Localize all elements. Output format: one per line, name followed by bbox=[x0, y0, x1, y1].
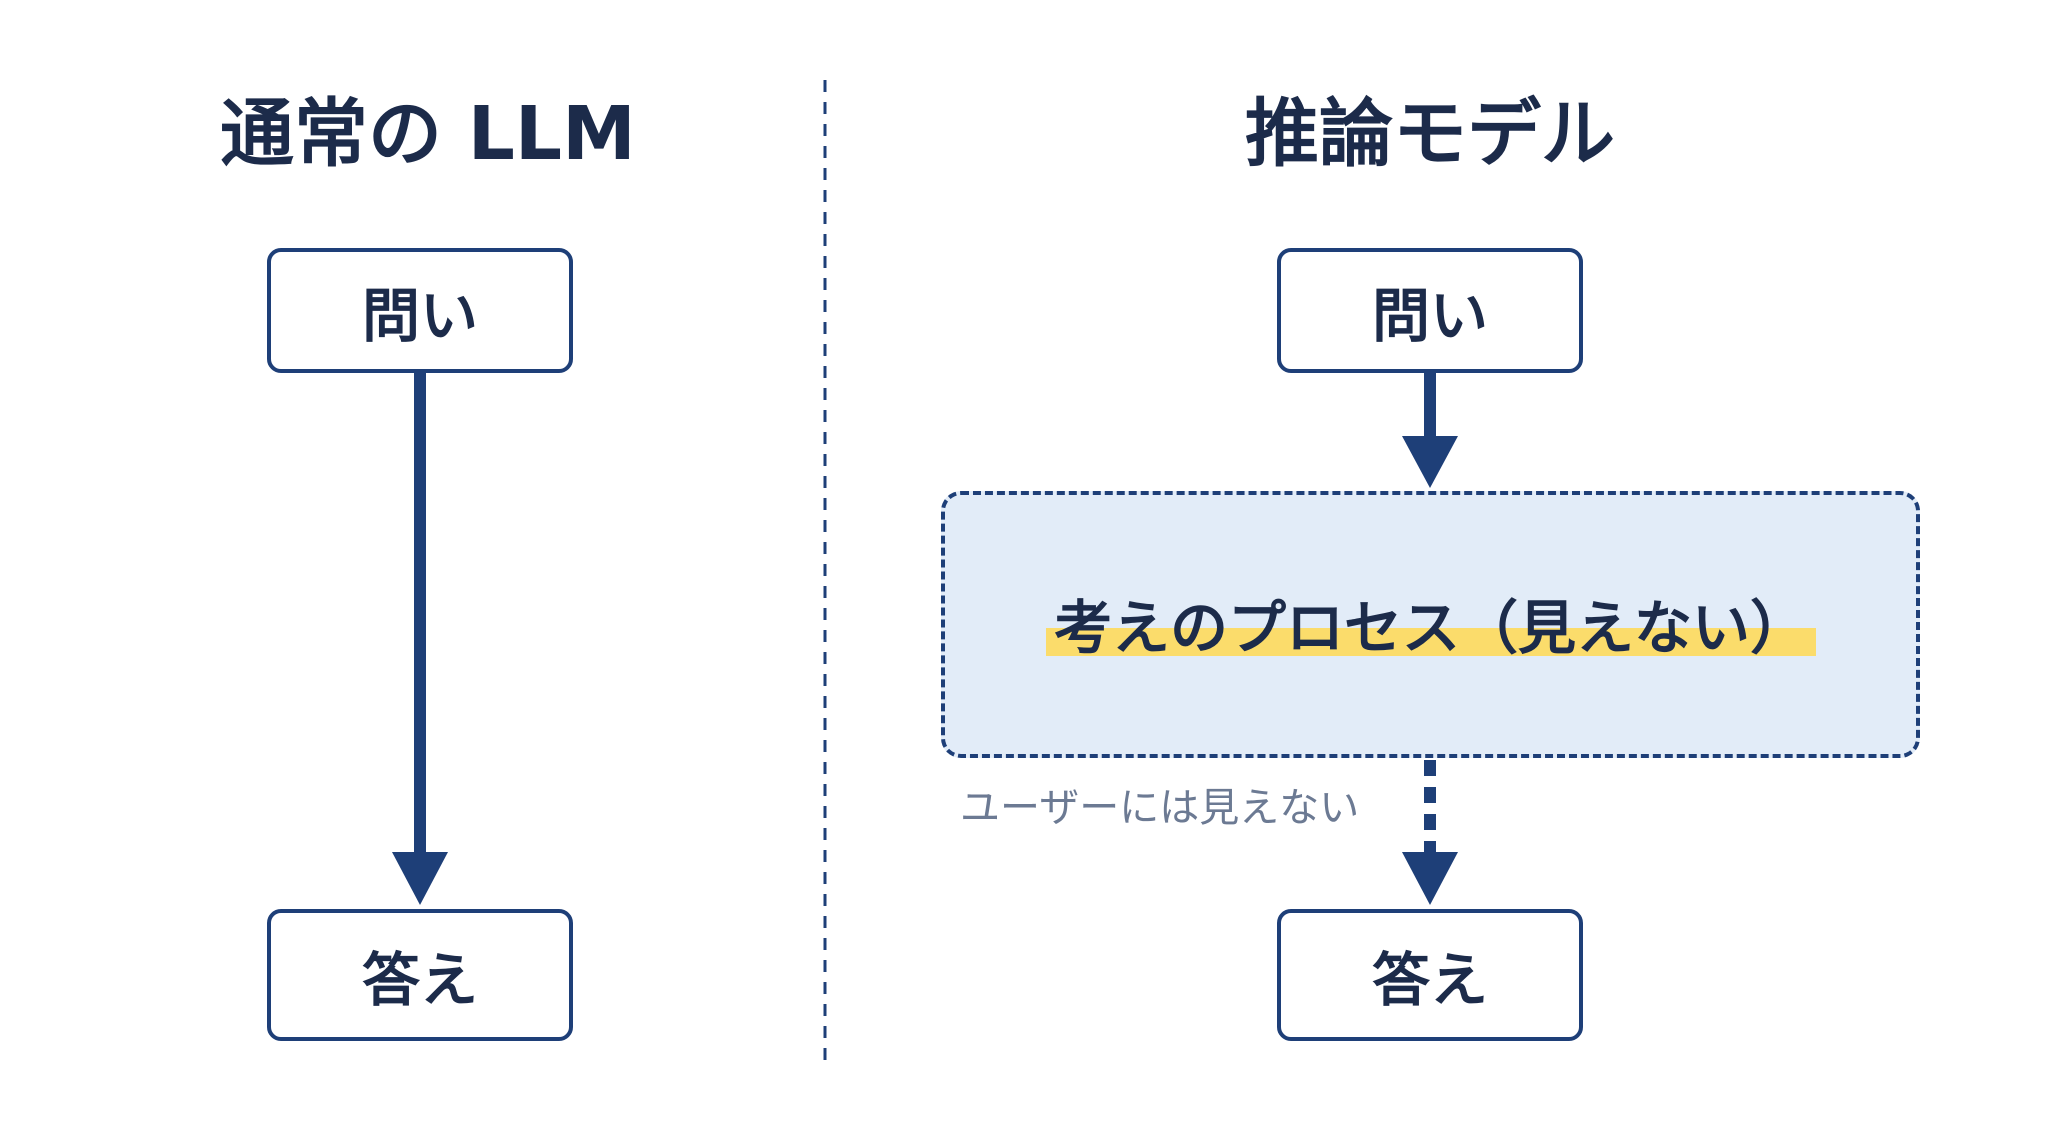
right-question-node: 問い bbox=[1277, 248, 1583, 373]
right-answer-node: 答え bbox=[1277, 909, 1583, 1041]
thinking-process-box bbox=[941, 491, 1920, 758]
left-question-label: 問い bbox=[361, 281, 478, 350]
process-label: 考えのプロセス（見えない） bbox=[1053, 594, 1808, 662]
right-title: 推論モデル bbox=[1245, 91, 1615, 177]
left-title: 通常の LLM bbox=[220, 91, 636, 177]
right-arrowhead-1 bbox=[1402, 436, 1458, 488]
process-label-wrap: 考えのプロセス（見えない） bbox=[1046, 578, 1816, 668]
left-arrowhead bbox=[392, 852, 448, 905]
process-highlight bbox=[1046, 628, 1816, 656]
right-arrowhead-2 bbox=[1402, 852, 1458, 905]
left-answer-label: 答え bbox=[361, 946, 478, 1014]
right-answer-label: 答え bbox=[1371, 946, 1488, 1014]
right-question-label: 問い bbox=[1371, 281, 1488, 350]
hidden-note: ユーザーには見えない bbox=[960, 785, 1360, 831]
left-answer-node: 答え bbox=[267, 909, 573, 1041]
left-question-node: 問い bbox=[267, 248, 573, 373]
